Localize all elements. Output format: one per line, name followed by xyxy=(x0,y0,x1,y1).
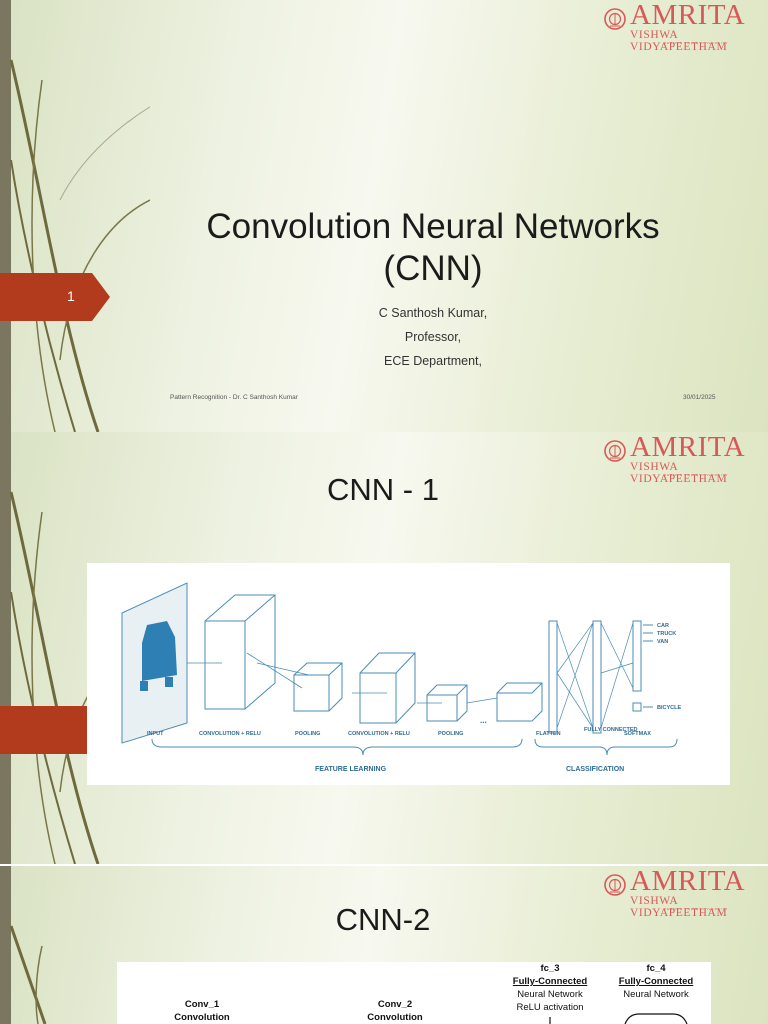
logo-name: AMRITA xyxy=(630,432,746,463)
conv2-label: Conv_2 Convolution xyxy=(350,998,440,1024)
author-department: ECE Department, xyxy=(384,354,482,368)
conv1-label: Conv_1 Convolution xyxy=(157,998,247,1024)
logo-name: AMRITA xyxy=(630,866,746,897)
slide-2: AMRITA VISHWA VIDYAPEETHAM DEEMED TO BE … xyxy=(0,432,768,864)
emblem-icon xyxy=(604,440,626,462)
cnn-architecture-diagram: INPUT CONVOLUTION + RELU POOLING CONVOLU… xyxy=(121,582,681,773)
amrita-logo: AMRITA VISHWA VIDYAPEETHAM DEEMED TO BE … xyxy=(604,432,766,485)
logo-subtitle: VISHWA VIDYAPEETHAM xyxy=(630,895,728,919)
author-name: C Santhosh Kumar, xyxy=(378,306,488,320)
stage-label: FLATTEN xyxy=(536,731,561,737)
logo-subtitle: VISHWA VIDYAPEETHAM xyxy=(630,29,728,53)
slide-number-badge xyxy=(0,706,110,754)
stage-label: POOLING xyxy=(295,731,320,737)
author-position: Professor, xyxy=(404,330,462,344)
classification-brace xyxy=(534,738,678,756)
fc3-type: Fully-Connected xyxy=(512,976,588,987)
fully-connected-column xyxy=(592,620,602,734)
conv2-name: Conv_2 xyxy=(377,999,413,1010)
footer-date: 30/01/2025 xyxy=(683,394,716,401)
flatten-volume xyxy=(496,682,543,722)
ellipsis: ... xyxy=(480,716,487,725)
emblem-icon xyxy=(604,874,626,896)
logo-tagline: DEEMED TO BE UNIVERSITY xyxy=(664,41,729,45)
slide-3: AMRITA VISHWA VIDYAPEETHAM DEEMED TO BE … xyxy=(0,866,768,1024)
logo-subtitle: VISHWA VIDYAPEETHAM xyxy=(630,461,728,485)
fc4-type: Fully-Connected xyxy=(618,976,694,987)
pool2-volume xyxy=(426,684,468,722)
conv1-name: Conv_1 xyxy=(184,999,220,1010)
fc3-desc: Neural Network xyxy=(517,989,583,1000)
swoosh-decoration xyxy=(9,59,150,432)
logo-name: AMRITA xyxy=(630,0,746,31)
output-label: BICYCLE xyxy=(657,705,681,711)
conv1-volume xyxy=(204,594,276,710)
title-line-2: (CNN) xyxy=(383,249,483,288)
cnn2-connectors xyxy=(549,1013,688,1024)
stage-label: INPUT xyxy=(147,731,164,737)
slide-title: Convolution Neural Networks (CNN) xyxy=(160,206,706,290)
conv1-type: Convolution xyxy=(174,1012,230,1023)
car-icon xyxy=(140,621,177,691)
footer-course: Pattern Recognition - Dr. C Santhosh Kum… xyxy=(170,394,298,401)
cnn-diagram-panel: INPUT CONVOLUTION + RELU POOLING CONVOLU… xyxy=(87,563,730,785)
swoosh-decoration xyxy=(9,925,47,1024)
left-strip xyxy=(0,432,11,864)
slide-number-badge xyxy=(0,273,110,321)
group-label: FEATURE LEARNING xyxy=(315,766,387,773)
fc3-label: fc_3 Fully-Connected Neural Network ReLU… xyxy=(500,962,600,1014)
slide-number: 1 xyxy=(67,288,75,304)
conv2-type: Convolution xyxy=(367,1012,423,1023)
cnn2-diagram-panel: Conv_1 Convolution Conv_2 Convolution fc… xyxy=(117,962,711,1024)
stage-label: CONVOLUTION + RELU xyxy=(348,731,410,737)
logo-tagline: DEEMED TO BE UNIVERSITY xyxy=(664,907,729,911)
fc4-label: fc_4 Fully-Connected Neural Network xyxy=(606,962,706,1001)
stage-label: POOLING xyxy=(438,731,463,737)
emblem-icon xyxy=(604,8,626,30)
fc4-desc: Neural Network xyxy=(623,989,689,1000)
stage-label: SOFTMAX xyxy=(624,731,651,737)
slide-title: CNN-2 xyxy=(335,902,431,937)
flatten-column xyxy=(548,620,558,734)
fc3-activation: ReLU activation xyxy=(516,1002,584,1013)
fc4-name: fc_4 xyxy=(646,963,666,974)
output-label: VAN xyxy=(657,639,668,645)
conv2-volume xyxy=(359,652,416,724)
output-label: TRUCK xyxy=(657,631,676,637)
slide-title: CNN - 1 xyxy=(327,472,439,507)
left-strip xyxy=(0,0,11,432)
left-strip xyxy=(0,866,11,1024)
slide-1: AMRITA VISHWA VIDYAPEETHAM DEEMED TO BE … xyxy=(0,0,768,432)
slide-separator xyxy=(0,864,768,866)
logo-tagline: DEEMED TO BE UNIVERSITY xyxy=(664,473,729,477)
title-line-1: Convolution Neural Networks xyxy=(206,207,660,246)
group-label: CLASSIFICATION xyxy=(566,766,624,773)
pool1-volume xyxy=(293,662,343,712)
softmax-column xyxy=(632,620,642,692)
feature-learning-brace xyxy=(151,738,523,756)
amrita-logo: AMRITA VISHWA VIDYAPEETHAM DEEMED TO BE … xyxy=(604,0,766,53)
stage-label: FULLY CONNECTED xyxy=(584,727,638,733)
amrita-logo: AMRITA VISHWA VIDYAPEETHAM DEEMED TO BE … xyxy=(604,866,766,919)
output-label: CAR xyxy=(657,623,669,629)
fc3-name: fc_3 xyxy=(540,963,560,974)
stage-label: CONVOLUTION + RELU xyxy=(199,731,261,737)
